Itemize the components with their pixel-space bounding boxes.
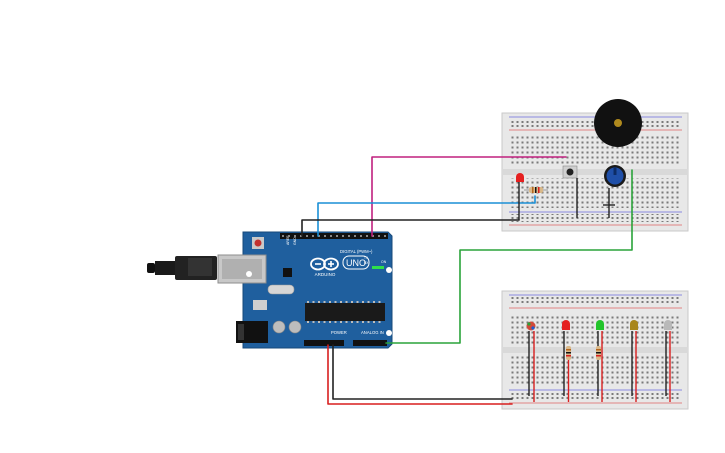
header-pin [324, 235, 326, 237]
header-pin [378, 235, 380, 237]
chip-pin [378, 321, 381, 323]
model-label: UNO [346, 258, 366, 268]
wires [301, 156, 633, 405]
chip-pin [329, 321, 331, 323]
reset-button[interactable] [254, 239, 262, 247]
chip-pin [356, 321, 359, 323]
on-label: ON [381, 260, 387, 264]
header-pin [342, 235, 344, 237]
power-header-label: POWER [331, 330, 347, 335]
header-pin [294, 235, 296, 237]
rgb-led[interactable] [526, 321, 536, 403]
pushbutton[interactable] [562, 165, 578, 218]
chip-pin [356, 301, 359, 303]
chip-pin [334, 321, 337, 323]
top-components [516, 99, 642, 220]
header-pin [300, 235, 302, 237]
chip-pin [367, 321, 370, 323]
bottom-components [526, 320, 672, 403]
header-pin [384, 235, 386, 237]
chip-pin [362, 301, 364, 303]
chip-pin [367, 301, 370, 303]
black-wire-top[interactable] [301, 219, 520, 237]
header-pin [372, 235, 374, 237]
header-pin [288, 235, 290, 237]
chip-pin [351, 301, 353, 303]
arduino-logo [310, 257, 339, 271]
chip-pin [373, 321, 375, 323]
yellow-led[interactable] [630, 320, 638, 402]
chip-pin [334, 301, 337, 303]
chip-pin [323, 301, 326, 303]
black-wire-bottom[interactable] [332, 344, 513, 400]
chip-pin [345, 321, 348, 323]
magenta-wire[interactable] [371, 156, 567, 237]
chip-pin [318, 321, 320, 323]
red-wire[interactable] [327, 344, 513, 405]
white-led[interactable] [664, 320, 672, 402]
header-pin [330, 235, 332, 237]
chip-pin [312, 301, 315, 303]
green-led[interactable] [596, 320, 604, 402]
header-pin [312, 235, 314, 237]
usb-cable [147, 256, 217, 280]
tx-label: TX [364, 256, 369, 260]
chip-pin [345, 301, 348, 303]
resistor-top[interactable] [524, 187, 548, 193]
chip-pin [307, 301, 309, 303]
green-wire[interactable] [385, 169, 633, 344]
piezo-buzzer[interactable] [594, 99, 642, 147]
red-led-top[interactable] [516, 173, 524, 220]
chip-pin [340, 301, 342, 303]
chip-pin [323, 321, 326, 323]
aref-label: AREF [286, 236, 290, 245]
chip-pin [373, 301, 375, 303]
chip-pin [378, 301, 381, 303]
red-led-bottom[interactable] [562, 320, 571, 402]
header-pin [282, 235, 284, 237]
chip-pin [340, 321, 342, 323]
chip-pin [351, 321, 353, 323]
potentiometer[interactable] [603, 165, 626, 218]
rx-label: RX [364, 261, 369, 265]
chip-pin [307, 321, 309, 323]
chip-pin [329, 301, 331, 303]
bottom-breadboard[interactable] [501, 290, 689, 410]
header-pin [306, 235, 308, 237]
header-pin [336, 235, 338, 237]
header-pin [360, 235, 362, 237]
header-pin [348, 235, 350, 237]
analog-header-label: ANALOG IN [361, 330, 384, 335]
header-pin [318, 235, 320, 237]
header-pin [366, 235, 368, 237]
header-pin [354, 235, 356, 237]
gnd-label: GND [293, 237, 297, 245]
top-breadboard[interactable] [501, 112, 689, 232]
digital-header-label: DIGITAL (PWM~) [340, 249, 373, 254]
brand-label: ARDUINO [315, 272, 336, 277]
chip-pin [318, 301, 320, 303]
arduino-uno-board[interactable]: UNO ARDUINO DIGITAL (PWM~) POWER ANALOG … [147, 231, 393, 349]
chip-pin [362, 321, 364, 323]
chip-pin [312, 321, 315, 323]
